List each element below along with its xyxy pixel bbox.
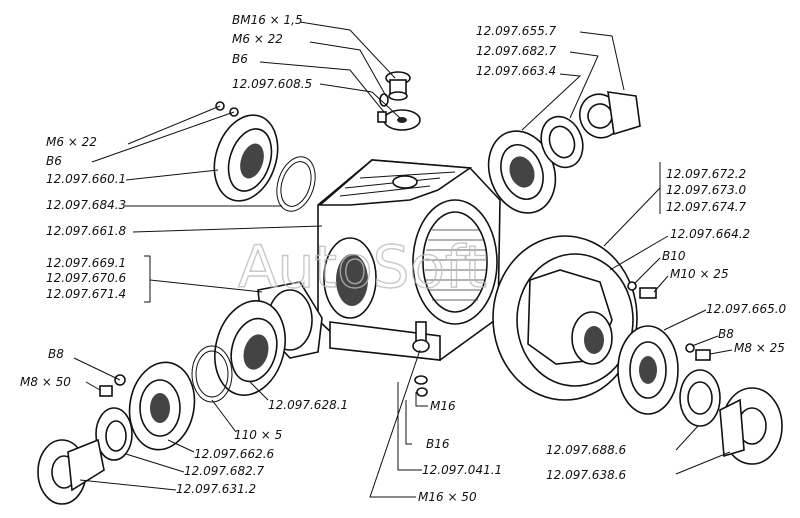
watermark: AutoSoft <box>238 233 487 301</box>
bolt-m6-left <box>215 101 239 117</box>
label-670-6: 12.097.670.6 <box>46 271 127 285</box>
label-608-5: 12.097.608.5 <box>232 77 312 91</box>
label-688-6: 12.097.688.6 <box>546 443 627 457</box>
label-655-7: 12.097.655.7 <box>476 24 557 38</box>
flange-628-1 <box>214 300 286 396</box>
cover-662-6 <box>128 361 196 451</box>
label-638-6: 12.097.638.6 <box>546 468 627 482</box>
label-674-7: 12.097.674.7 <box>666 200 747 214</box>
seal-688-6 <box>679 369 721 427</box>
label-b8-right: B8 <box>718 327 734 341</box>
label-m16: M16 <box>430 399 456 413</box>
label-682-7-bottom: 12.097.682.7 <box>184 464 265 478</box>
seal-682-7-bottom <box>95 407 133 461</box>
label-b10: B10 <box>662 249 686 263</box>
bolt-m8-25 <box>685 343 711 361</box>
label-682-7-top: 12.097.682.7 <box>476 44 557 58</box>
bolt-m8-50 <box>99 374 126 397</box>
label-665-0: 12.097.665.0 <box>706 302 787 316</box>
label-b6-top: B6 <box>232 52 248 66</box>
gasket-684-3 <box>276 156 316 212</box>
gear-teeth-hatch <box>425 229 486 301</box>
right-cover-672-2 <box>492 235 638 401</box>
label-673-0: 12.097.673.0 <box>666 183 747 197</box>
bolt-m16-50 <box>412 321 430 397</box>
label-672-2: 12.097.672.2 <box>666 167 746 181</box>
label-664-2: 12.097.664.2 <box>670 227 750 241</box>
label-bm16: BM16 × 1,5 <box>232 13 303 27</box>
label-m16-50: M16 × 50 <box>418 490 477 504</box>
label-631-2: 12.097.631.2 <box>176 482 256 496</box>
flange-663-4 <box>487 130 557 214</box>
label-661-8: 12.097.661.8 <box>46 224 127 238</box>
seal-682-7-top <box>540 115 584 169</box>
o-ring-110x5 <box>191 345 233 403</box>
label-b6-left: B6 <box>46 154 62 168</box>
label-m6-22-top: M6 × 22 <box>232 32 283 46</box>
label-671-4: 12.097.671.4 <box>46 287 126 301</box>
label-684-3: 12.097.684.3 <box>46 198 126 212</box>
part-labels: BM16 × 1,5 M6 × 22 B6 12.097.608.5 M6 × … <box>20 13 787 504</box>
label-b8-left: B8 <box>48 347 64 361</box>
yoke-655-7 <box>578 91 641 139</box>
label-m8-50: M8 × 50 <box>20 375 71 389</box>
label-b16: B16 <box>426 437 450 451</box>
flange-638-6 <box>719 387 783 465</box>
leader-lines <box>73 21 733 498</box>
label-041-1: 12.097.041.1 <box>422 463 502 477</box>
label-660-1: 12.097.660.1 <box>46 172 126 186</box>
left-cover-660-1 <box>213 114 279 202</box>
label-663-4: 12.097.663.4 <box>476 64 556 78</box>
label-m10-25: M10 × 25 <box>670 267 729 281</box>
label-669-1: 12.097.669.1 <box>46 256 126 270</box>
label-110-5: 110 × 5 <box>234 428 282 442</box>
label-628-1: 12.097.628.1 <box>268 398 348 412</box>
bolt-m6-top <box>377 111 387 123</box>
label-m8-25: M8 × 25 <box>734 341 785 355</box>
label-662-6: 12.097.662.6 <box>194 447 275 461</box>
label-m6-22-left: M6 × 22 <box>46 135 97 149</box>
cover-plate-608 <box>383 109 421 131</box>
flange-631-2 <box>37 438 105 505</box>
breather-plug <box>385 71 411 101</box>
main-housing-661-8 <box>317 159 501 361</box>
cover-665-0 <box>617 325 679 415</box>
